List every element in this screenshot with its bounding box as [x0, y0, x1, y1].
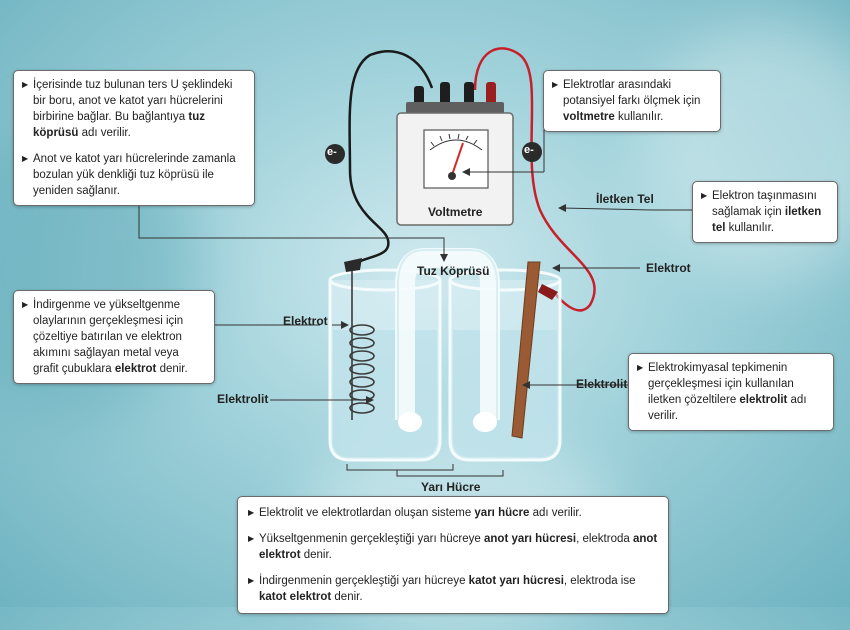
- yari-hucre-bracket-right: [396, 470, 504, 477]
- electron-left-label: e-: [327, 146, 337, 158]
- elektrot-right-label: Elektrot: [646, 261, 691, 275]
- bullet-icon: ▶: [248, 534, 255, 543]
- electrode-callout: ▶İndirgenme ve yükseltgenme olaylarının …: [13, 290, 215, 384]
- bullet-icon: ▶: [701, 191, 708, 200]
- copper-electrode: [511, 261, 541, 439]
- coil-electrode: [349, 268, 375, 420]
- salt-bridge-connector: [138, 180, 445, 258]
- elektrot-left-label: Elektrot: [283, 314, 328, 328]
- voltmetre-label: Voltmetre: [428, 205, 483, 219]
- left-beaker: [328, 268, 442, 462]
- electron-right-label: e-: [524, 144, 534, 156]
- voltmeter-terminals: [406, 82, 504, 116]
- yari-hucre-label: Yarı Hücre: [421, 480, 481, 494]
- electron-left-marker: [325, 144, 345, 164]
- tuz-koprusu-label: Tuz Köprüsü: [417, 264, 490, 278]
- iletken-tel-label: İletken Tel: [596, 192, 654, 206]
- left-cotton: [398, 412, 422, 432]
- electron-right-marker: [522, 142, 542, 162]
- wire-callout: ▶Elektron taşınmasını sağlamak için ilet…: [692, 181, 838, 243]
- cell-diagram: [138, 47, 692, 477]
- voltmeter-callout: ▶Elektrotlar arasındaki potansiyel farkı…: [543, 70, 721, 132]
- right-cotton: [473, 412, 497, 432]
- left-clip: [344, 258, 362, 272]
- salt-bridge-para-1: ▶İçerisinde tuz bulunan ters U şeklindek…: [22, 79, 233, 139]
- bullet-icon: ▶: [22, 154, 29, 163]
- elektrolit-right-label: Elektrolit: [576, 377, 628, 391]
- electrolyte-callout: ▶Elektrokimyasal tepkimenin gerçekleşmes…: [628, 353, 834, 431]
- bullet-icon: ▶: [637, 363, 644, 372]
- right-clip: [538, 284, 558, 300]
- yari-hucre-bracket-left: [346, 464, 454, 471]
- red-wire: [473, 47, 596, 312]
- right-beaker: [448, 268, 562, 462]
- black-wire: [348, 50, 434, 268]
- voltmeter-needle: [451, 142, 464, 176]
- elektrolit-left-label: Elektrolit: [217, 392, 269, 406]
- bullet-icon: ▶: [552, 80, 559, 89]
- bullet-icon: ▶: [248, 508, 255, 517]
- bullet-icon: ▶: [22, 80, 29, 89]
- voltmeter-dial: [423, 129, 489, 189]
- half-cell-callout: ▶Elektrolit ve elektrotlardan oluşan sis…: [237, 496, 669, 614]
- salt-bridge-para-2: ▶Anot ve katot yarı hücrelerinde zamanla…: [22, 153, 236, 197]
- bullet-icon: ▶: [248, 576, 255, 585]
- bullet-icon: ▶: [22, 300, 29, 309]
- salt-bridge-callout: ▶İçerisinde tuz bulunan ters U şeklindek…: [13, 70, 255, 206]
- salt-bridge: [395, 248, 500, 420]
